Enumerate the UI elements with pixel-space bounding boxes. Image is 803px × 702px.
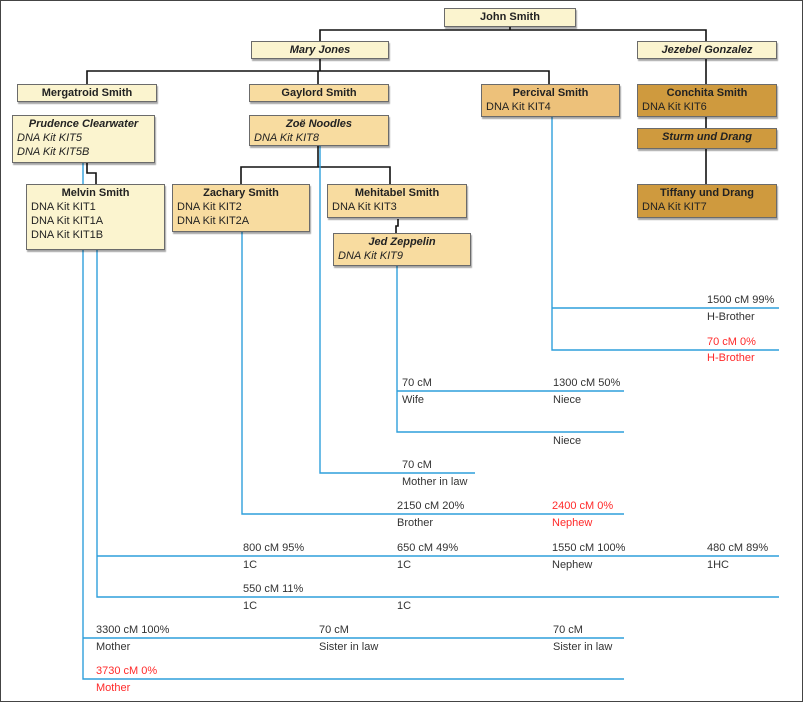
mehitabel-stem: [395, 219, 399, 233]
person-name: Mary Jones: [289, 44, 351, 56]
person-percival-smith[interactable]: Percival Smith DNA Kit KIT4: [481, 84, 620, 117]
person-name: John Smith: [480, 11, 540, 23]
dna-kit-label: DNA Kit KIT1B: [31, 229, 104, 241]
match-relation: Nephew: [552, 559, 593, 571]
match-value: 2150 cM 20%: [397, 500, 465, 512]
match-value: 70 cM: [319, 624, 349, 636]
person-mehitabel-smith[interactable]: Mehitabel Smith DNA Kit KIT3: [327, 184, 467, 218]
person-name: Melvin Smith: [61, 187, 130, 199]
person-name: Sturm und Drang: [662, 131, 752, 143]
dna-kit-label: DNA Kit KIT2A: [177, 215, 250, 227]
match-value-highlight: 3730 cM 0%: [96, 665, 158, 677]
zoe-line: [319, 146, 475, 474]
person-melvin-smith[interactable]: Melvin Smith DNA Kit KIT1 DNA Kit KIT1A …: [26, 184, 165, 250]
person-zachary-smith[interactable]: Zachary Smith DNA Kit KIT2 DNA Kit KIT2A: [172, 184, 310, 232]
person-jed-zeppelin[interactable]: Jed Zeppelin DNA Kit KIT9: [333, 233, 471, 266]
match-value: 1500 cM 99%: [707, 294, 775, 306]
match-relation: 1C: [397, 600, 412, 612]
match-relation: 1C: [243, 600, 258, 612]
match-value: 70 cM: [402, 459, 432, 471]
match-relation: Niece: [553, 394, 582, 406]
person-gaylord-smith[interactable]: Gaylord Smith: [249, 84, 389, 102]
percival-line: [551, 117, 779, 351]
person-name: Mehitabel Smith: [354, 187, 440, 199]
person-tiffany-und-drang[interactable]: Tiffany und Drang DNA Kit KIT7: [637, 184, 777, 218]
person-jezebel-gonzalez[interactable]: Jezebel Gonzalez: [637, 41, 777, 59]
match-relation: Brother: [397, 517, 434, 529]
person-name: Gaylord Smith: [281, 87, 357, 99]
gaylord-children-connector: [240, 166, 391, 184]
dna-kit-label: DNA Kit KIT6: [642, 101, 707, 113]
match-value-highlight: 2400 cM 0%: [552, 500, 614, 512]
match-value: 800 cM 95%: [243, 542, 305, 554]
jed-line: [396, 266, 624, 433]
melvin-line: [96, 250, 779, 598]
match-value: 650 cM 49%: [397, 542, 459, 554]
person-prudence-clearwater[interactable]: Prudence Clearwater DNA Kit KIT5 DNA Kit…: [12, 115, 155, 163]
match-relation: Sister in law: [319, 641, 379, 653]
dna-kit-label: DNA Kit KIT1A: [31, 215, 104, 227]
prudence-line: [82, 163, 624, 680]
person-name: Percival Smith: [512, 87, 589, 99]
match-lines: [82, 117, 779, 680]
person-name: Tiffany und Drang: [660, 187, 754, 199]
person-mary-jones[interactable]: Mary Jones: [251, 41, 389, 59]
match-value: 1550 cM 100%: [552, 542, 626, 554]
person-conchita-smith[interactable]: Conchita Smith DNA Kit KIT6: [637, 84, 777, 117]
match-relation: 1C: [397, 559, 412, 571]
mergatroid-stem: [86, 163, 97, 184]
match-relation: H-Brother: [707, 311, 755, 323]
match-relation-highlight: Mother: [96, 682, 131, 694]
dna-kit-label: DNA Kit KIT2: [177, 201, 242, 213]
dna-kit-label: DNA Kit KIT7: [642, 201, 707, 213]
dna-kit-label: DNA Kit KIT1: [31, 201, 96, 213]
dna-kit-label: DNA Kit KIT4: [486, 101, 551, 113]
match-relation-highlight: H-Brother: [707, 352, 755, 364]
person-name: Prudence Clearwater: [28, 118, 139, 130]
person-name: Zachary Smith: [203, 187, 279, 199]
person-name: Jed Zeppelin: [368, 236, 436, 248]
person-name: Zoë Noodles: [285, 118, 352, 130]
match-value: 70 cM: [402, 377, 432, 389]
person-zoe-noodles[interactable]: Zoë Noodles DNA Kit KIT8: [249, 115, 389, 146]
john-children-connector: [319, 29, 707, 44]
match-value: 3300 cM 100%: [96, 624, 170, 636]
match-relation: Mother in law: [402, 476, 468, 488]
person-mergatroid-smith[interactable]: Mergatroid Smith: [17, 84, 157, 102]
match-relation: Wife: [402, 394, 424, 406]
dna-kit-label: DNA Kit KIT8: [254, 132, 319, 144]
dna-kit-label: DNA Kit KIT5: [17, 132, 82, 144]
match-value: 1300 cM 50%: [553, 377, 621, 389]
match-value: 480 cM 89%: [707, 542, 769, 554]
match-relation: Sister in law: [553, 641, 613, 653]
zachary-line: [241, 232, 624, 515]
dna-kit-label: DNA Kit KIT3: [332, 201, 397, 213]
person-name: Jezebel Gonzalez: [661, 44, 753, 56]
person-sturm-und-drang[interactable]: Sturm und Drang: [637, 128, 777, 149]
match-relation: Mother: [96, 641, 131, 653]
match-value: 550 cM 11%: [243, 583, 304, 595]
dna-kit-label: DNA Kit KIT5B: [17, 146, 90, 158]
person-name: Mergatroid Smith: [41, 87, 133, 99]
match-relation: 1C: [243, 559, 258, 571]
match-relation: 1HC: [707, 559, 730, 571]
match-relation-highlight: Nephew: [552, 517, 593, 529]
person-john-smith[interactable]: John Smith: [444, 8, 576, 27]
match-value-highlight: 70 cM 0%: [707, 336, 756, 348]
tree-connectors: [86, 27, 707, 233]
match-relation: Niece: [553, 435, 582, 447]
dna-kit-label: DNA Kit KIT9: [338, 250, 403, 262]
person-name: Conchita Smith: [666, 87, 748, 99]
match-value: 70 cM: [553, 624, 583, 636]
